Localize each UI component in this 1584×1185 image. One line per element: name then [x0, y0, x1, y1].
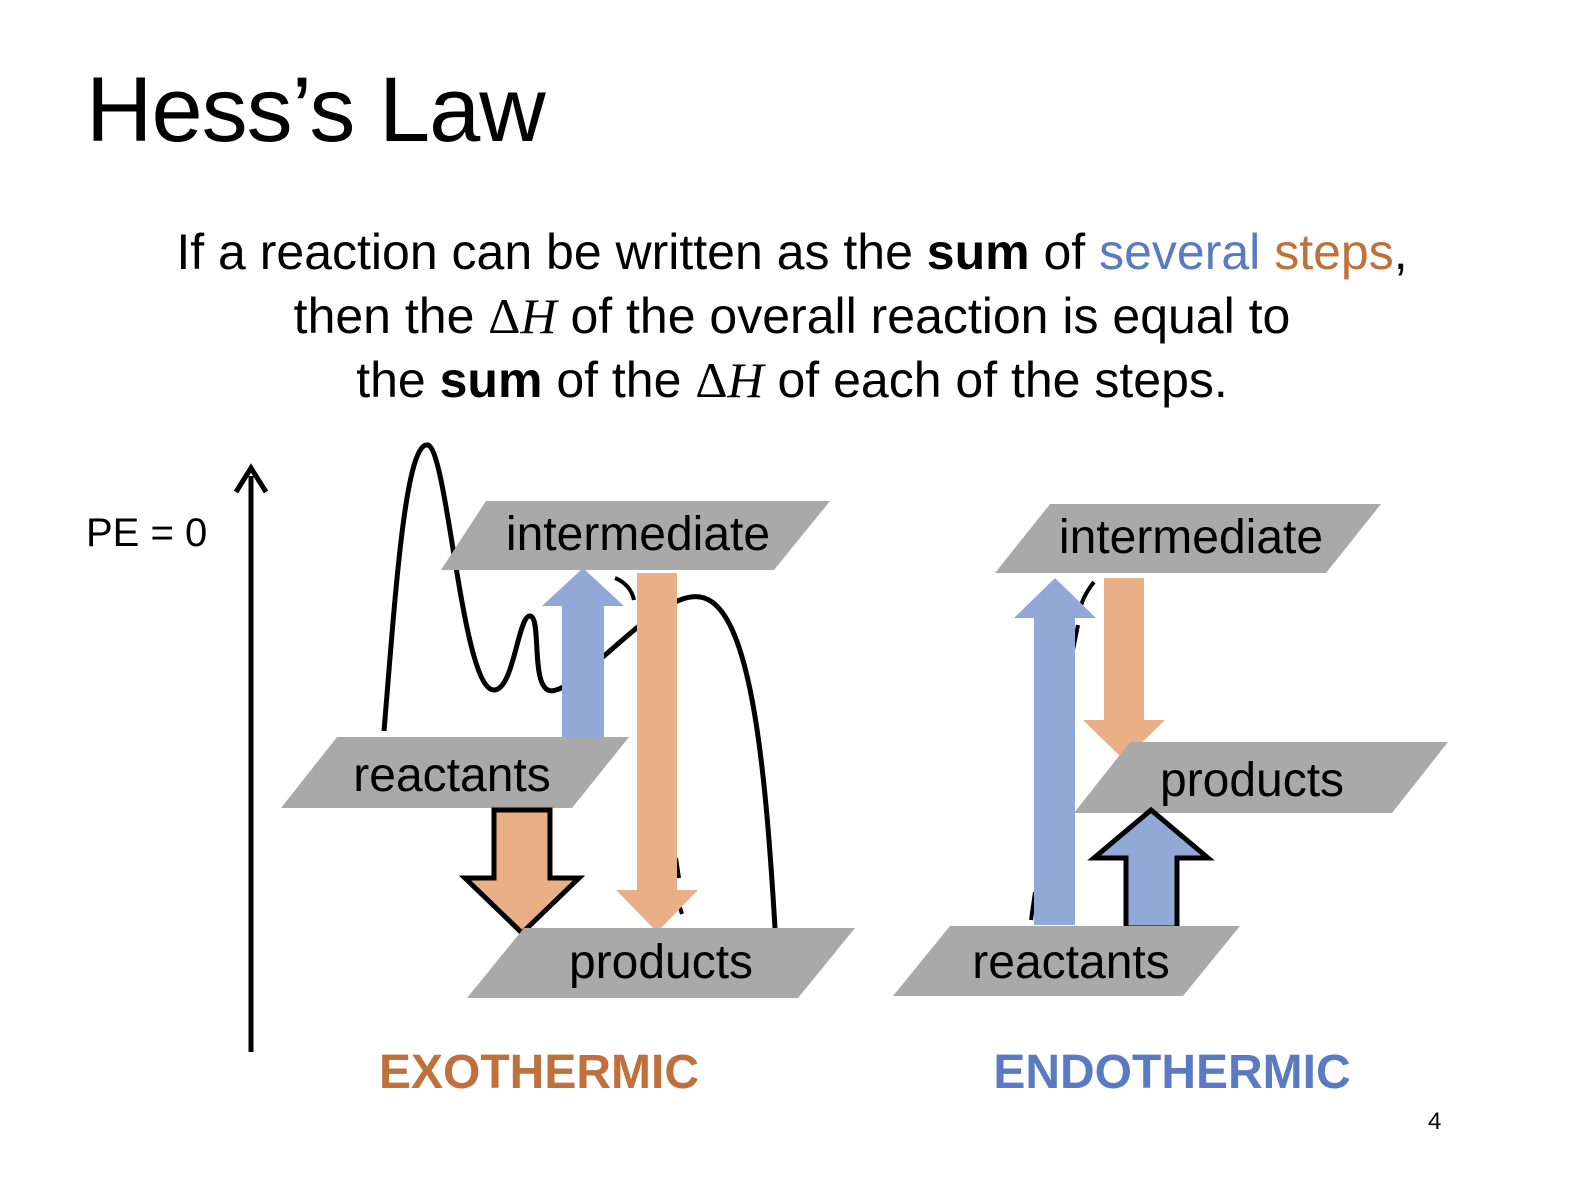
endo-products-label: products	[1160, 754, 1344, 807]
statement-text: of each of the steps.	[763, 352, 1228, 408]
endo-products-level	[1074, 742, 1448, 813]
statement-steps-orange: steps	[1274, 224, 1394, 280]
endothermic-diagram: intermediate products reactants ENDOTHER…	[893, 504, 1448, 1099]
exo-curve-fragment	[614, 576, 636, 601]
exo-step2-down-arrow	[616, 573, 698, 932]
statement-comma: ,	[1393, 224, 1408, 280]
endo-reactants-label: reactants	[972, 936, 1169, 989]
statement-several-blue: several	[1099, 224, 1261, 280]
statement-text: of the overall reaction is equal to	[556, 288, 1291, 344]
statement-sum-bold: sum	[926, 224, 1030, 280]
exo-overall-down-arrow	[458, 807, 586, 937]
page-number: 4	[1428, 1108, 1442, 1135]
statement-sum-bold: sum	[439, 352, 543, 408]
statement-text: of	[1029, 224, 1100, 280]
delta-h-symbol: ΔH	[488, 288, 556, 344]
h-symbol: H	[727, 352, 764, 408]
exo-reactants-level	[281, 737, 629, 808]
endo-intermediate-level	[995, 504, 1381, 573]
delta-symbol: Δ	[695, 352, 728, 408]
endothermic-label: ENDOTHERMIC	[993, 1046, 1350, 1099]
exo-reaction-path	[381, 442, 778, 929]
pe-axis-arrowhead	[233, 463, 269, 494]
exothermic-diagram: intermediate reactants products EXOTHERM…	[281, 442, 855, 1099]
exo-products-level	[467, 928, 855, 998]
slide-title: Hess’s Law	[86, 59, 546, 161]
delta-symbol: Δ	[488, 288, 521, 344]
delta-h-symbol: ΔH	[695, 352, 763, 408]
h-symbol: H	[520, 288, 557, 344]
endo-overall-up-arrow	[1087, 806, 1215, 931]
endo-step2-down-arrow	[1083, 578, 1165, 760]
statement-text: If a reaction can be written as the	[176, 224, 927, 280]
exothermic-label: EXOTHERMIC	[379, 1046, 699, 1099]
endo-step1-up-arrow	[1014, 578, 1096, 925]
statement-text: of the	[542, 352, 696, 408]
endo-intermediate-label: intermediate	[1059, 511, 1323, 564]
hess-law-statement: If a reaction can be written as the sum …	[0, 220, 1584, 412]
endo-reactants-level	[893, 926, 1240, 996]
exo-reactants-label: reactants	[353, 749, 550, 802]
pe-zero-label: PE = 0	[86, 511, 207, 555]
exo-intermediate-label: intermediate	[506, 508, 770, 561]
exo-intermediate-level	[441, 501, 830, 570]
statement-text: the	[356, 352, 440, 408]
statement-text: then the	[293, 288, 489, 344]
exo-products-label: products	[569, 936, 753, 989]
exo-step1-up-arrow	[542, 568, 624, 742]
